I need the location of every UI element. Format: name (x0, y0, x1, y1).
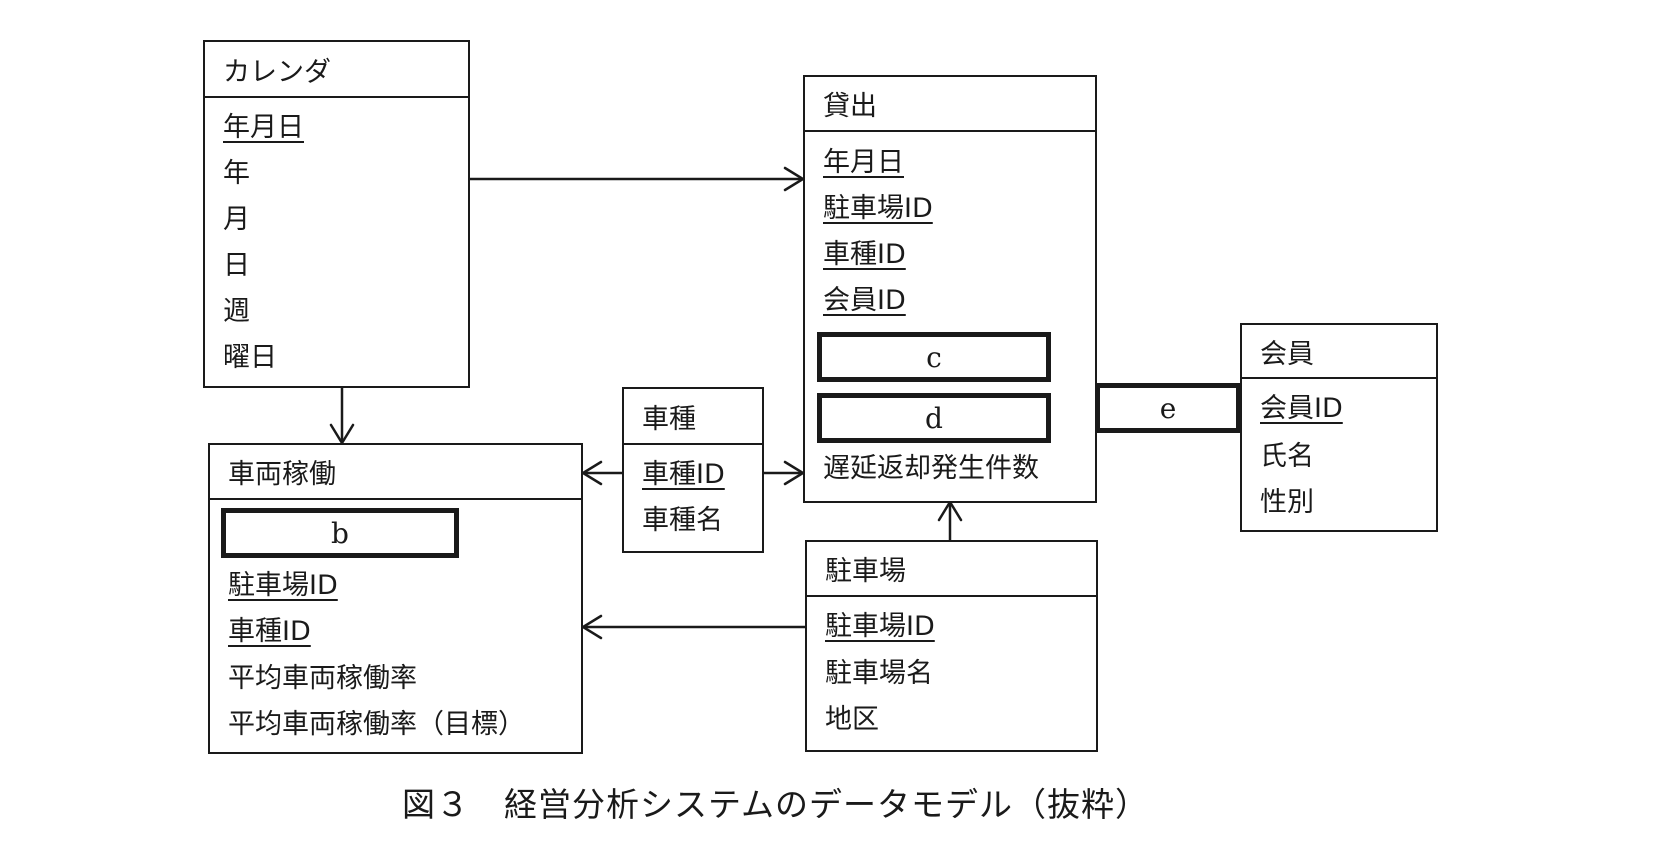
attribute-vehicle-type-id: 車種ID (642, 459, 725, 490)
entity-lending-name: 貸出 (805, 77, 1095, 132)
entity-lending: 貸出 年月日 駐車場ID 車種ID 会員ID c d 遅延返却発生件数 (803, 75, 1097, 503)
attribute-average-operation-rate-target: 平均車両稼働率（目標） (228, 709, 525, 740)
attribute-date: 年月日 (823, 147, 904, 178)
entity-parking-lot: 駐車場 駐車場ID 駐車場名 地区 (805, 540, 1098, 752)
attribute-vehicle-type-id: 車種ID (823, 239, 906, 270)
entity-vehicle-operation: 車両稼働 b 駐車場ID 車種ID 平均車両稼働率 平均車両稼働率（目標） (208, 443, 583, 754)
arrowhead-vehicle-operation-parking (580, 614, 603, 640)
attribute-vehicle-type-id: 車種ID (228, 616, 311, 647)
attribute-parking-id: 駐車場ID (823, 193, 933, 224)
blank-b: b (221, 508, 459, 558)
attribute-date: 年月日 (223, 112, 304, 143)
entity-calendar: カレンダ 年月日 年 月 日 週 曜日 (203, 40, 470, 388)
attribute-district: 地区 (825, 704, 879, 735)
attribute-parking-id: 駐車場ID (228, 570, 338, 601)
attribute-weekday: 曜日 (223, 342, 277, 373)
attribute-member-id: 会員ID (823, 285, 906, 316)
attribute-year: 年 (223, 158, 250, 189)
entity-calendar-name: カレンダ (205, 42, 468, 98)
entity-member-name: 会員 (1242, 325, 1436, 379)
attribute-vehicle-type-name: 車種名 (642, 505, 723, 536)
entity-vehicle-type-name: 車種 (624, 389, 762, 445)
attribute-average-operation-rate: 平均車両稼働率 (228, 663, 417, 694)
entity-parking-lot-name: 駐車場 (807, 542, 1096, 597)
blank-d: d (817, 393, 1051, 443)
attribute-late-return-count: 遅延返却発生件数 (823, 453, 1039, 484)
entity-vehicle-type: 車種 車種ID 車種名 (622, 387, 764, 553)
attribute-parking-id: 駐車場ID (825, 611, 935, 642)
attribute-name: 氏名 (1260, 441, 1314, 472)
attribute-day: 日 (223, 250, 250, 281)
blank-c: c (817, 332, 1051, 382)
entity-member: 会員 会員ID 氏名 性別 (1240, 323, 1438, 532)
attribute-gender: 性別 (1260, 487, 1314, 518)
attribute-week: 週 (223, 296, 250, 327)
blank-e: e (1095, 383, 1241, 433)
attribute-parking-name: 駐車場名 (825, 658, 933, 689)
entity-vehicle-operation-name: 車両稼働 (210, 445, 581, 500)
attribute-member-id: 会員ID (1260, 393, 1343, 424)
arrowhead-vehicle-operation-vehicle-type (580, 460, 603, 486)
figure-caption: 図３ 経営分析システムのデータモデル（抜粋） (402, 785, 1150, 824)
attribute-month: 月 (223, 204, 250, 235)
